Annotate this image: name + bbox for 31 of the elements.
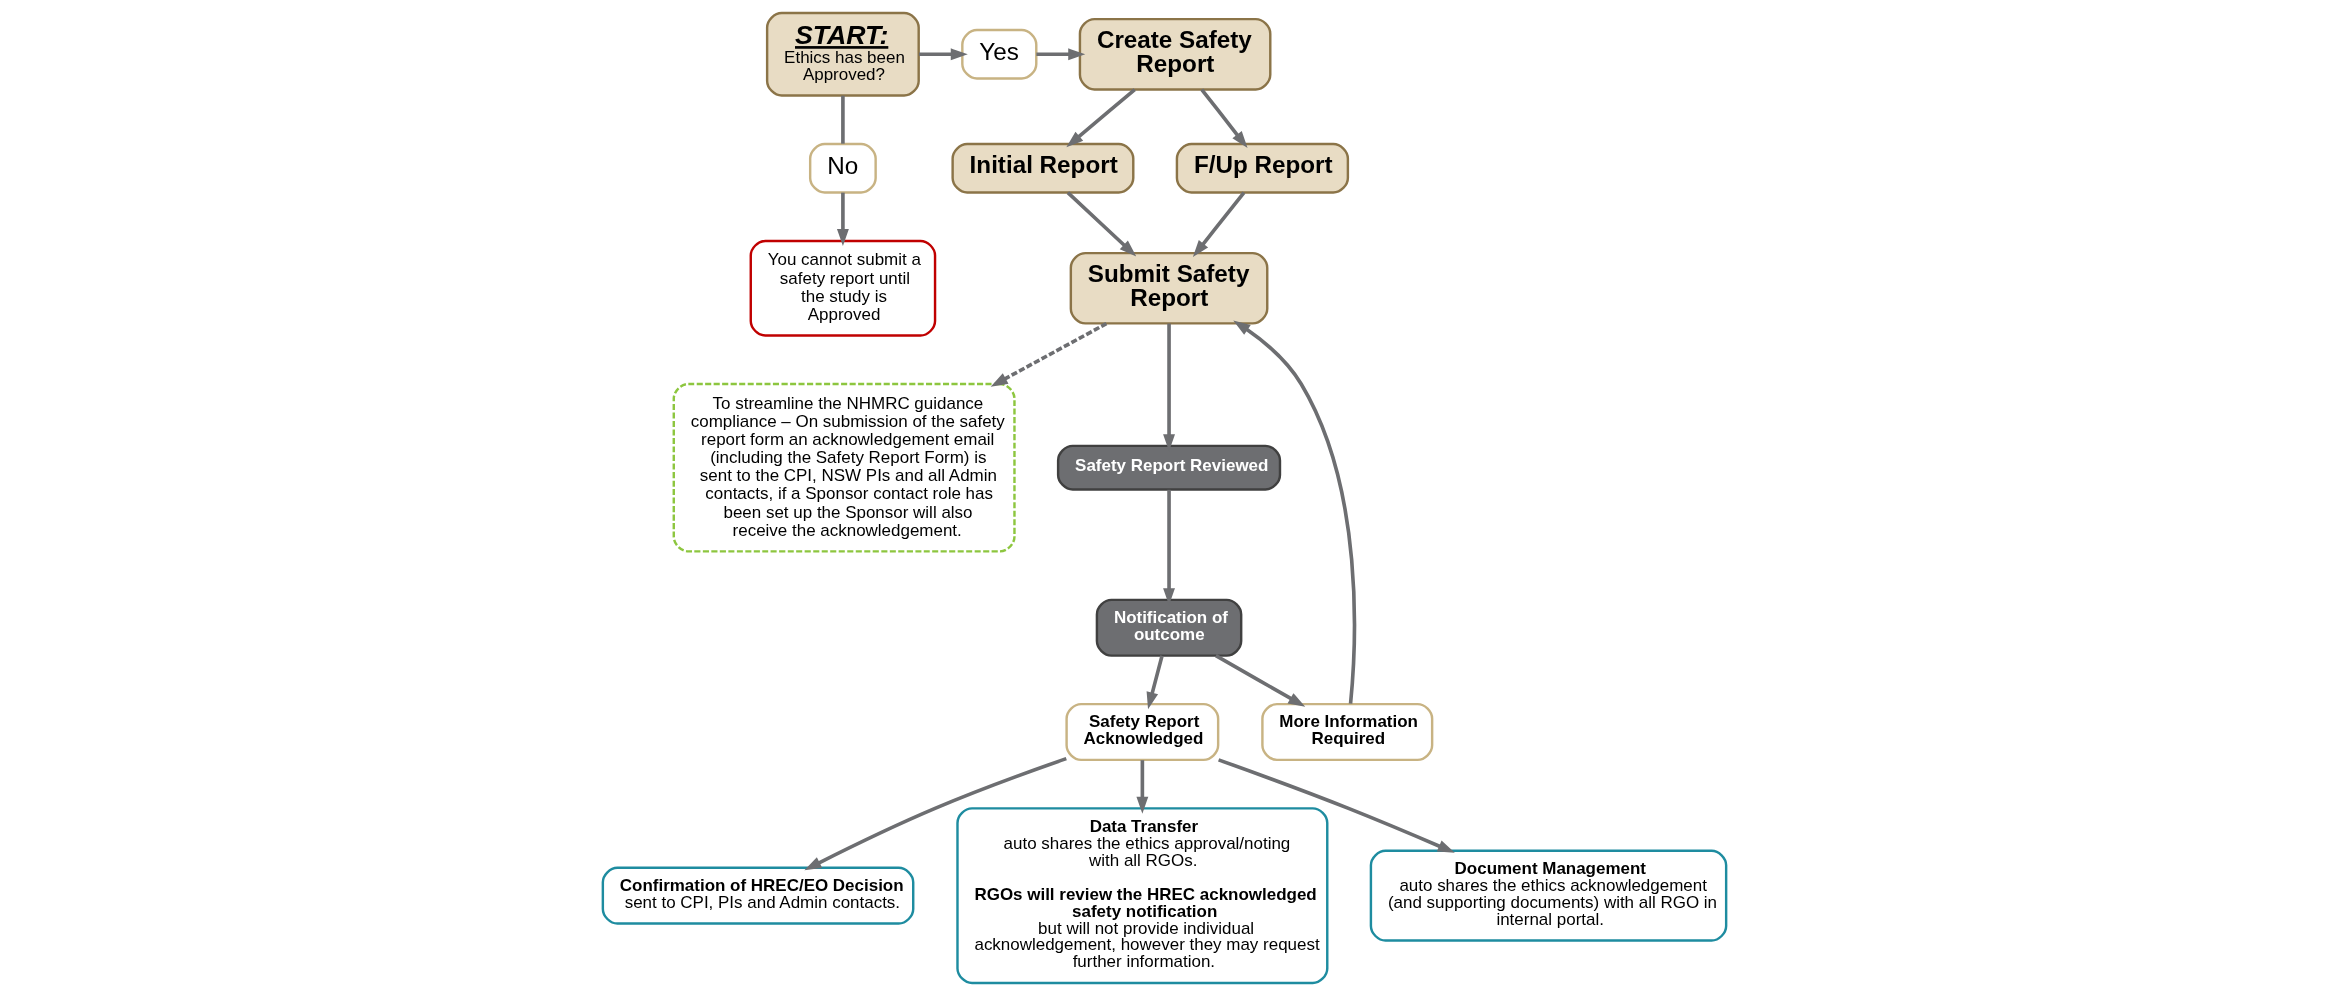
arrow: [1199, 88, 1248, 149]
node-box: Data Transfer auto shares the ethics approval/noting with all RGOs. RGOs will review the HREC acknowledged safety notification but will not provide individual acknowledgement, however they may request further information.: [955, 807, 1328, 985]
arrow: [1214, 654, 1305, 707]
node-box: Create Safety Report: [1078, 17, 1271, 91]
node-box: Yes: [960, 28, 1037, 80]
node-box: Safety Report Acknowledged: [1064, 702, 1219, 762]
connector: [840, 95, 845, 144]
arrow: [1135, 760, 1148, 814]
node-box: Initial Report: [950, 142, 1134, 194]
arrow: [1192, 191, 1245, 257]
node-box: Safety Report Reviewed: [1056, 444, 1281, 491]
node-box: Submit Safety Report: [1069, 251, 1268, 325]
node-box: No: [808, 142, 877, 194]
node-box: Notification of outcome: [1095, 598, 1242, 657]
node-box: Document Management auto shares the ethics acknowledgement (and supporting documents) with all RGO in internal portal.: [1369, 849, 1727, 942]
arrow: [1217, 758, 1455, 853]
arrow: [1232, 320, 1356, 704]
node-box: F/Up Report: [1175, 142, 1349, 194]
node-box: More Information Required: [1260, 702, 1433, 762]
arrow: [1066, 191, 1136, 257]
arrow: [1146, 655, 1164, 710]
arrow: [990, 322, 1107, 387]
node-box: START: Ethics has been Approved?: [765, 11, 920, 97]
node-box: To streamline the NHMRC guidance compliance – On submission of the safety report form an acknowledgement email (including the Safety Report Form) is sent to the CPI, NSW PIs and all Admin contacts, if a Sponsor contact role has been set up the Sponsor will also receive the acknowledgement.: [672, 382, 1016, 553]
arrow: [1035, 48, 1085, 61]
arrow: [803, 756, 1067, 871]
node-box: You cannot submit a safety report until the study is Approved: [749, 239, 936, 337]
node-box: Confirmation of HREC/EO Decision sent to CPI, PIs and Admin contacts.: [601, 866, 914, 925]
arrow: [1065, 88, 1136, 148]
arrow: [918, 48, 968, 61]
arrow: [836, 192, 849, 246]
